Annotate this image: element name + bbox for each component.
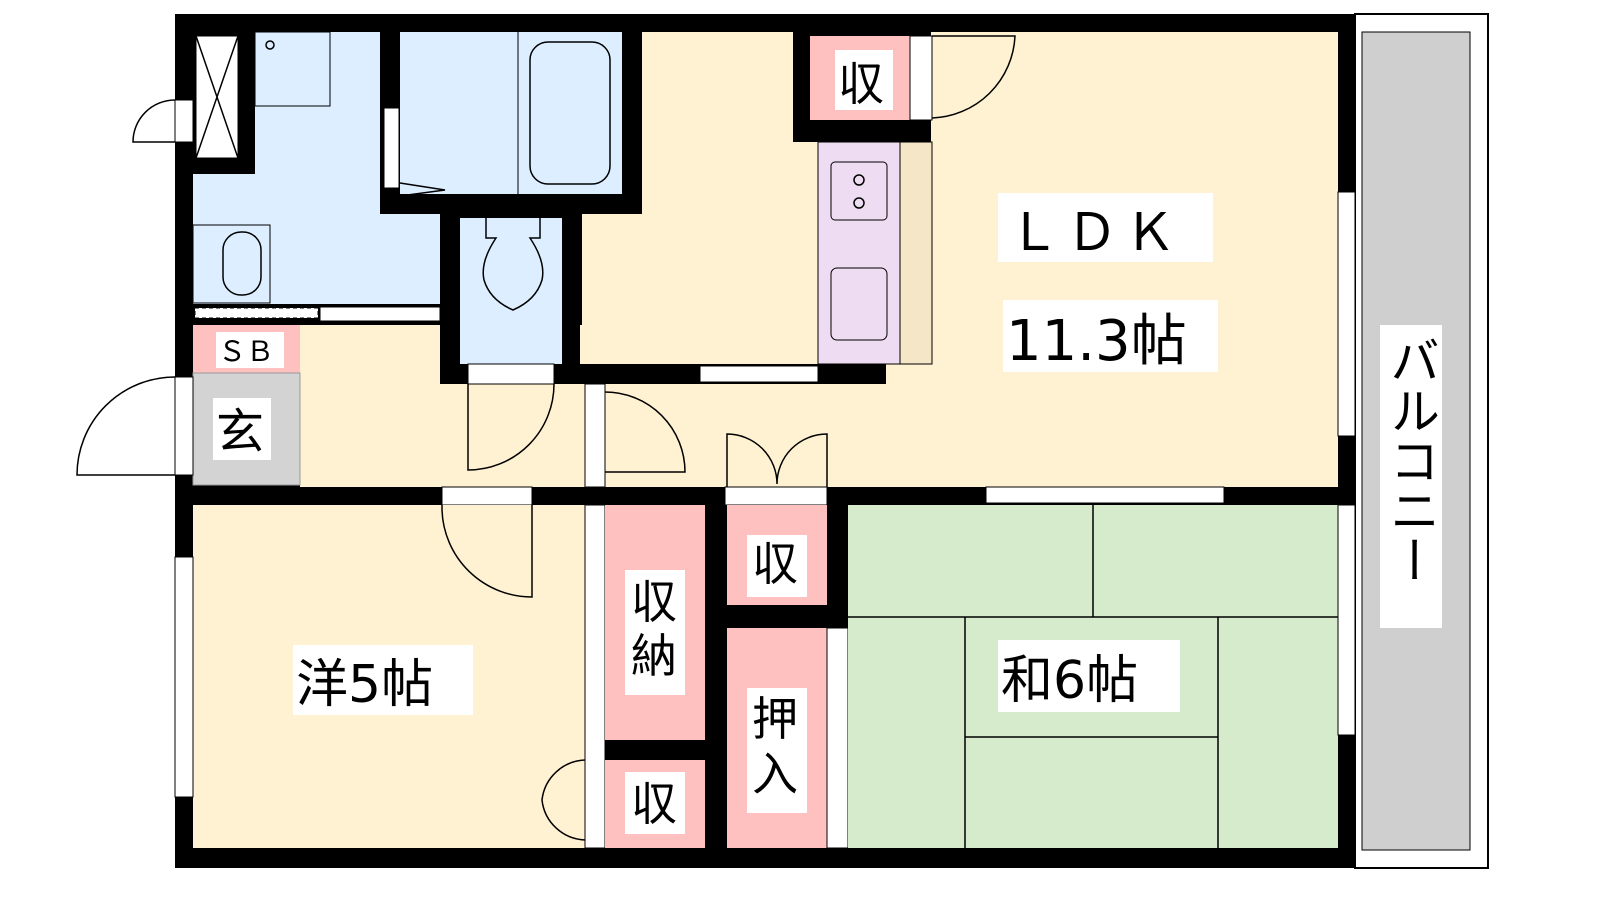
stove-icon	[830, 161, 888, 221]
balcony: バルコニー	[1354, 13, 1489, 869]
sink-icon	[830, 267, 888, 341]
japanese-window	[1337, 504, 1356, 736]
storage-large-label-2: 納	[631, 629, 677, 683]
japanese-room-label: 和6帖	[1001, 651, 1138, 711]
entrance-label: 玄	[216, 404, 264, 460]
oshiire-label: 押入	[0, 0, 2, 1]
storage-small-left-label: 収	[631, 777, 677, 831]
front-door[interactable]	[76, 376, 176, 476]
oshiire-label-2: 入	[752, 747, 798, 801]
washbasin-icon	[192, 224, 271, 304]
tatami-lines	[848, 505, 1338, 848]
bathtub-icon	[529, 41, 611, 185]
japanese-room: 和6帖	[848, 504, 1356, 848]
bathroom	[380, 14, 642, 214]
ldk-label: ＬＤＫ	[1008, 203, 1182, 263]
toilet-room	[440, 214, 580, 471]
door-swing	[931, 35, 1016, 119]
toilet-icon	[482, 218, 544, 311]
balcony-label: バルコニー	[1382, 335, 1440, 585]
ldk-window	[1337, 191, 1356, 437]
ldk-size-label: 11.3帖	[1006, 309, 1187, 374]
storage-large-label-1: 収	[631, 575, 677, 629]
shoe-box-label: ＳＢ	[218, 335, 274, 368]
kitchen-counter	[817, 141, 901, 365]
western-room-label: 洋5帖	[296, 655, 433, 715]
storage-mid-label: 収	[752, 537, 798, 591]
ldk-room	[300, 32, 1338, 487]
oshiire-label-1: 押	[752, 692, 798, 746]
storage-top-label: 収	[838, 57, 884, 111]
storage-large-label: 収納	[0, 0, 2, 1]
